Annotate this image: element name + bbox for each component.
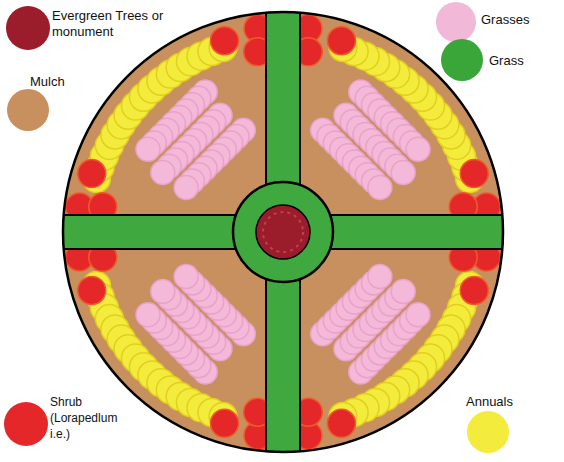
grasses-row-plant	[368, 265, 392, 289]
legend-text: Grasses	[481, 12, 529, 27]
grasses-row-plant	[136, 137, 160, 161]
legend-text: Grass	[489, 53, 524, 68]
legend-text: Annuals	[466, 394, 513, 409]
grasses-row-plant	[174, 175, 198, 199]
shrub-cluster-plant	[460, 160, 488, 188]
monument	[256, 205, 310, 259]
legend-swatch	[7, 89, 49, 131]
legend-label: Evergreen Trees or monument	[52, 8, 164, 40]
monument-texture	[263, 212, 303, 252]
shrub-cluster-plant	[327, 409, 355, 437]
grasses-row-plant	[174, 265, 198, 289]
legend-swatch	[436, 2, 476, 42]
grasses-row-plant	[151, 279, 175, 303]
legend-swatch	[467, 411, 509, 453]
grasses-row-plant	[151, 161, 175, 185]
shrub-cluster-plant	[78, 160, 106, 188]
legend-label: Shrub (Lorapedlum i.e.)	[50, 394, 126, 442]
grasses-row-plant	[136, 303, 160, 327]
legend-text: Mulch	[30, 74, 65, 89]
grasses-row-plant	[406, 137, 430, 161]
legend-text: Shrub (Lorapedlum i.e.)	[50, 395, 117, 441]
legend-label: Grass	[489, 53, 549, 69]
shrub-cluster-plant	[78, 276, 106, 304]
legend-swatch	[6, 6, 50, 50]
grasses-row-plant	[391, 161, 415, 185]
shrub-cluster-plant	[211, 27, 239, 55]
shrub-cluster-plant	[211, 409, 239, 437]
grasses-row-plant	[406, 303, 430, 327]
grass-ring	[233, 182, 333, 282]
grasses-row-plant	[368, 175, 392, 199]
garden-outline	[63, 12, 503, 452]
shrub-cluster-plant	[327, 27, 355, 55]
legend-label: Annuals	[466, 394, 546, 410]
legend-swatch	[4, 402, 48, 446]
legend-text: Evergreen Trees or monument	[52, 8, 163, 39]
legend-label: Grasses	[481, 12, 551, 28]
legend-label: Mulch	[30, 74, 100, 90]
grasses-row-plant	[391, 279, 415, 303]
legend-swatch	[441, 39, 483, 81]
shrub-cluster-plant	[460, 276, 488, 304]
